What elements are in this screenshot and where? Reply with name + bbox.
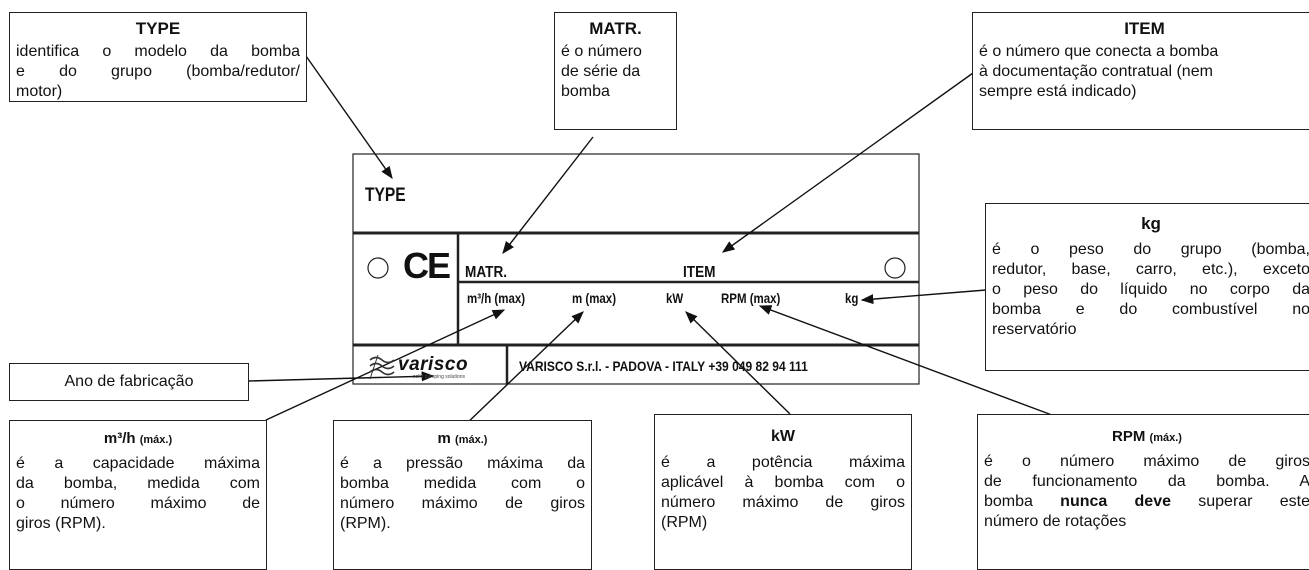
callout-kw: kW é a potência máxima aplicável à bomba… <box>654 414 912 570</box>
title-suffix: (máx.) <box>1149 432 1182 444</box>
brand-name: varisco <box>398 354 469 375</box>
text-line: é a potência máxima <box>661 454 905 471</box>
text-line: identifica o modelo da bomba <box>16 43 300 60</box>
text-line: é o número <box>561 43 642 60</box>
arrow-type <box>305 55 393 180</box>
text-line: sempre está indicado) <box>979 83 1137 100</box>
text-line: é o peso do grupo (bomba, <box>992 241 1309 258</box>
text-line: e do grupo (bomba/redutor/ <box>16 63 300 80</box>
text-fragment: superar este <box>1171 493 1309 510</box>
plate-field-m3h: m³/h (max) <box>467 290 526 306</box>
text-line: da bomba, medida com <box>16 475 260 492</box>
text-line: reservatório <box>992 321 1077 338</box>
callout-item: ITEM é o número que conecta a bomba à do… <box>972 12 1309 130</box>
plate-field-kw: kW <box>666 290 684 306</box>
callout-item-text: é o número que conecta a bomba à documen… <box>973 42 1309 106</box>
brand-tagline: solid pumping solutions <box>413 374 465 380</box>
title-text: RPM <box>1112 428 1146 445</box>
callout-m: m (máx.) é a pressão máxima da bomba med… <box>333 420 592 570</box>
plate-matr-label: MATR. <box>465 264 508 281</box>
text-line: giros (RPM). <box>16 515 106 532</box>
callout-kg-title: kg <box>1141 214 1161 233</box>
title-text: m <box>437 430 451 447</box>
callout-rpm: RPM (máx.) é o número máximo de giros de… <box>977 414 1309 570</box>
callout-m3h: m³/h (máx.) é a capacidade máxima da bom… <box>9 420 267 570</box>
callout-kg: kg é o peso do grupo (bomba, redutor, ba… <box>985 203 1309 371</box>
text-line: (RPM). <box>340 515 391 532</box>
ce-mark: CE <box>403 245 451 286</box>
text-line: número de rotações <box>984 513 1127 530</box>
callout-rpm-text: é o número máximo de giros de funcioname… <box>978 450 1309 536</box>
text-line: é a pressão máxima da <box>340 455 585 472</box>
text-line: número máximo de giros <box>340 495 585 512</box>
text-line: é a capacidade máxima <box>16 455 260 472</box>
arrow-kg <box>860 289 987 305</box>
callout-item-title: ITEM <box>1124 19 1165 38</box>
callout-kw-title: kW <box>771 428 795 445</box>
callout-matr-text: é o número de série da bomba <box>555 42 676 106</box>
text-line: de funcionamento da bomba. A <box>984 473 1309 490</box>
text-line: é o número máximo de giros <box>984 453 1309 470</box>
arrow-ano <box>248 371 435 382</box>
text-line: redutor, base, carro, etc.), exceto <box>992 261 1309 278</box>
text-line: de série da <box>561 63 641 80</box>
text-line: o número máximo de <box>16 495 260 512</box>
callout-type-title: TYPE <box>135 19 181 38</box>
emphasis-text: nunca deve <box>1060 493 1172 510</box>
callout-kw-text: é a potência máxima aplicável à bomba co… <box>655 451 911 537</box>
plate-item-label: ITEM <box>683 264 716 281</box>
arrow-matr <box>502 136 594 254</box>
arrow-rpm <box>758 305 1061 419</box>
text-line: número máximo de giros <box>661 494 905 511</box>
callout-m3h-text: é a capacidade máxima da bomba, medida c… <box>10 452 266 538</box>
callout-matr: MATR. é o número de série da bomba <box>554 12 677 130</box>
plate-field-m: m (max) <box>572 290 617 306</box>
text-line: à documentação contratual (nem <box>979 63 1213 80</box>
callout-m-text: é a pressão máxima da bomba medida com o… <box>334 452 591 538</box>
text-line: (RPM) <box>661 514 708 531</box>
plate-field-kg: kg <box>845 290 859 306</box>
text-line: aplicável à bomba com o <box>661 474 905 491</box>
callout-m3h-title: m³/h (máx.) <box>10 421 266 452</box>
callout-ano-label: Ano de fabricação <box>64 373 194 390</box>
text-line: bomba medida com o <box>340 475 585 492</box>
callout-matr-title: MATR. <box>589 19 642 38</box>
title-suffix: (máx.) <box>139 434 173 446</box>
nameplate-frame <box>352 153 920 385</box>
callout-kg-text: é o peso do grupo (bomba, redutor, base,… <box>986 240 1309 344</box>
varisco-logo-icon <box>369 354 395 380</box>
text-fragment: bomba <box>984 493 1061 510</box>
mounting-hole-left <box>367 257 389 279</box>
arrow-kw <box>685 311 791 415</box>
text-line: bomba <box>561 83 610 100</box>
company-info: VARISCO S.r.l. - PADOVA - ITALY +39 049 … <box>519 358 808 374</box>
title-text: m³/h <box>103 430 136 447</box>
callout-type: TYPE identifica o modelo da bomba e do g… <box>9 12 307 102</box>
plate-field-rpm: RPM (max) <box>721 290 781 306</box>
mounting-hole-right <box>884 257 906 279</box>
callout-type-text: identifica o modelo da bomba e do grupo … <box>10 42 306 106</box>
text-line: bomba nunca deve superar este <box>984 492 1309 512</box>
text-line: motor) <box>16 83 63 100</box>
callout-rpm-title: RPM (máx.) <box>978 415 1309 450</box>
text-line: é o número que conecta a bomba <box>979 43 1219 60</box>
arrow-m3h <box>265 309 506 421</box>
text-line: bomba e do combustível no <box>992 301 1309 318</box>
callout-ano: Ano de fabricação <box>9 363 249 401</box>
arrow-m <box>463 311 584 427</box>
plate-type-label: TYPE <box>365 185 406 206</box>
title-suffix: (máx.) <box>455 434 488 446</box>
arrow-item <box>721 72 974 253</box>
text-line: o peso do líquido no corpo da <box>992 281 1309 298</box>
callout-m-title: m (máx.) <box>334 421 591 452</box>
